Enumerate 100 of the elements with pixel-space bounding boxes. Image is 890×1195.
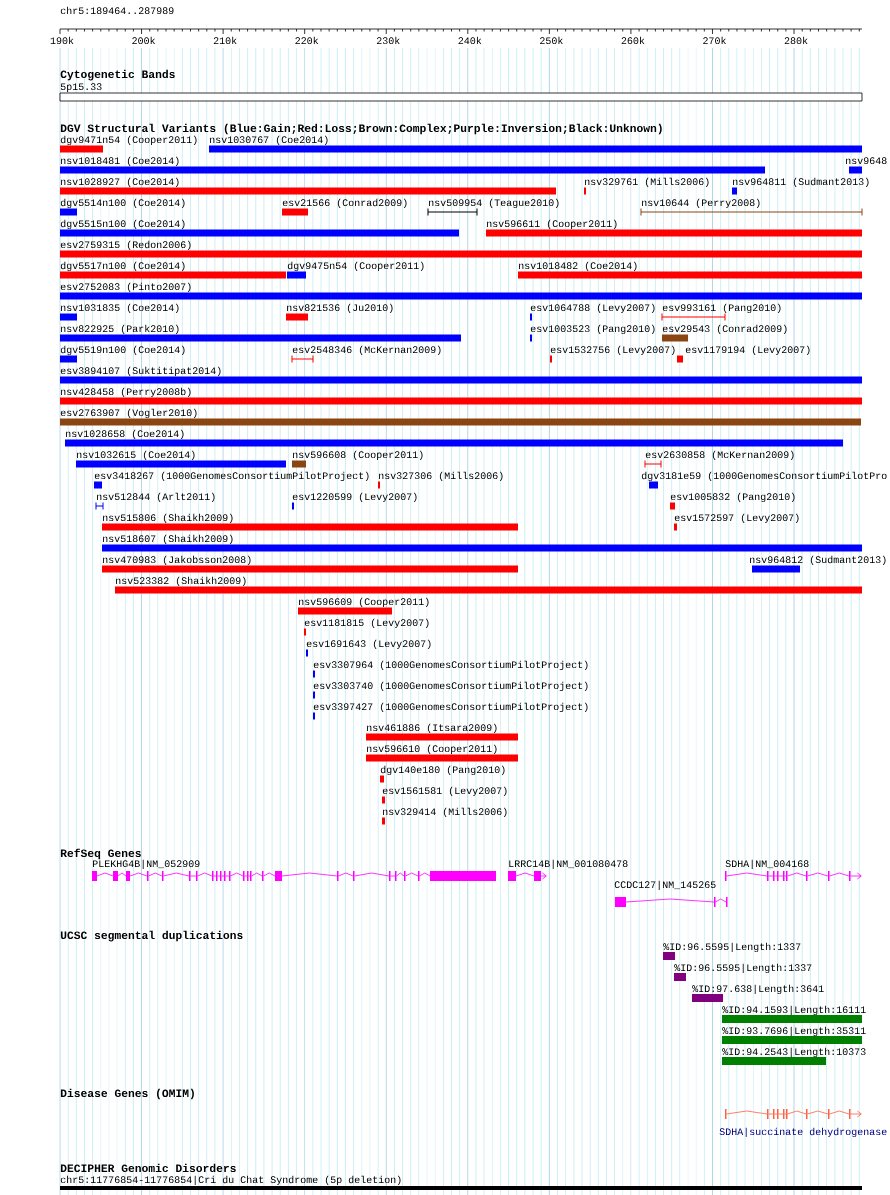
node-label: %ID:96.5595|Length:1337 — [674, 963, 812, 974]
node-label: esv1003523 (Pang2010) — [530, 324, 655, 335]
variant-bar: dgv5519n100 (Coe2014) — [60, 345, 185, 363]
node-label: nsv964812 (Sudmant2013) — [750, 555, 886, 566]
variant-bar: nsv523382 (Shaikh2009) — [115, 576, 862, 594]
node-label: esv3307964 (1000GenomesConsortiumPilotProject) — [313, 660, 588, 671]
variant-bar: esv1181815 (Levy2007) — [304, 618, 429, 636]
gene-model: LRRC14B|NM_001080478 — [508, 859, 628, 881]
variant-bar: esv3418267 (1000GenomesConsortiumPilotProject) — [94, 471, 369, 489]
node-label: esv1181815 (Levy2007) — [304, 618, 429, 629]
node-label: esv1561581 (Levy2007) — [382, 786, 507, 797]
tick-label: 210k — [213, 36, 237, 45]
variant-bar: nsv1030767 (Coe2014) — [209, 135, 862, 153]
variant-bar: nsv964811 (Sudmant2013) — [732, 177, 869, 195]
variant-bar: dgv9471n54 (Cooper2011) — [60, 135, 197, 153]
node-label: nsv596610 (Cooper2011) — [367, 744, 497, 755]
node-label: nsv1031835 (Coe2014) — [61, 303, 179, 314]
variant-bar: dgv5517n100 (Coe2014) — [60, 261, 286, 279]
gene-model: CCDC127|NM_145265 — [614, 880, 728, 907]
variant-bar: esv1532756 (Levy2007) — [550, 345, 675, 363]
variant-bar: nsv596608 (Cooper2011) — [292, 450, 423, 468]
variant-bar: esv3303740 (1000GenomesConsortiumPilotProject) — [313, 681, 588, 699]
track-heading: DECIPHER Genomic Disorders — [60, 1163, 236, 1173]
node-label: %ID:93.7696|Length:35311 — [722, 1026, 866, 1037]
node-label: nsv821536 (Ju2010) — [287, 303, 393, 314]
variant-bar: nsv470983 (Jakobsson2008) — [102, 555, 518, 573]
variant-bar: esv2759315 (Redon2006) — [60, 240, 862, 258]
variant-bar: nsv596610 (Cooper2011) — [366, 744, 518, 762]
duplication-bar: %ID:94.1593|Length:16111 — [722, 1005, 866, 1023]
gene-model: SDHA|NM_004168 — [725, 859, 862, 881]
node-label: nsv1018482 (Coe2014) — [519, 261, 637, 272]
variant-interval: esv2630858 (McKernan2009) — [644, 450, 794, 468]
node-label: esv1572597 (Levy2007) — [674, 513, 799, 524]
node-label: %ID:94.1593|Length:16111 — [722, 1005, 866, 1016]
duplication-bar: %ID:93.7696|Length:35311 — [722, 1026, 866, 1044]
variant-interval: nsv509954 (Teague2010) — [427, 198, 559, 216]
variant-bar: nsv1031835 (Coe2014) — [60, 303, 179, 321]
tick-label: 260k — [621, 36, 645, 45]
node-label: nsv1018481 (Coe2014) — [61, 156, 179, 167]
variant-bar: esv1003523 (Pang2010) — [530, 324, 655, 342]
tick-label: 190k — [50, 36, 74, 45]
track-heading: Disease Genes (OMIM) — [60, 1088, 194, 1100]
node-label: esv2759315 (Redon2006) — [60, 240, 191, 251]
node-label: dgv9471n54 (Cooper2011) — [60, 135, 197, 146]
variant-bar: esv1005832 (Pang2010) — [670, 492, 795, 510]
variant-bar: nsv428458 (Perry2008b) — [60, 387, 862, 405]
gene-model: SDHA|succinate dehydrogenase — [719, 1109, 887, 1138]
node-label: %ID:96.5595|Length:1337 — [663, 942, 801, 953]
node-label: esv1691643 (Levy2007) — [306, 639, 431, 650]
variant-interval: esv993161 (Pang2010) — [661, 303, 781, 321]
node-label: chr5:11776854-11776854|Cri du Chat Syndrome (5p deletion) — [60, 1175, 401, 1186]
node-label: nsv329761 (Mills2006) — [585, 177, 709, 188]
node-label: dgv3181e59 (1000GenomesConsortiumPilotPro — [641, 471, 887, 482]
track-heading: DGV Structural Variants (Blue:Gain;Red:Loss;Brown:Complex;Purple:Inversion;Black:Unknown) — [60, 123, 662, 135]
node-label: nsv596608 (Cooper2011) — [293, 450, 423, 461]
node-label: nsv428458 (Perry2008b) — [61, 387, 191, 398]
track-heading: RefSeq Genes — [60, 848, 141, 860]
node-label: %ID:94.2543|Length:10373 — [722, 1047, 866, 1058]
node-label: nsv518607 (Shaikh2009) — [103, 534, 233, 545]
variant-bar: dgv5515n100 (Coe2014) — [60, 219, 459, 237]
node-label: nsv515806 (Shaikh2009) — [103, 513, 233, 524]
variant-bar: esv21566 (Conrad2009) — [282, 198, 407, 216]
variant-bar: esv3894107 (Suktitipat2014) — [60, 366, 862, 384]
node-label: esv3303740 (1000GenomesConsortiumPilotProject) — [313, 681, 588, 692]
variant-bar: nsv515806 (Shaikh2009) — [102, 513, 518, 531]
node-label: esv2752083 (Pinto2007) — [60, 282, 191, 293]
node-label: nsv9648 — [846, 157, 887, 165]
node-label: esv1179194 (Levy2007) — [685, 345, 810, 356]
variant-bar: nsv964812 (Sudmant2013) — [750, 555, 886, 573]
variant-interval: nsv10644 (Perry2008) — [640, 198, 863, 216]
node-label: esv29543 (Conrad2009) — [662, 324, 787, 335]
node-label: nsv523382 (Shaikh2009) — [116, 576, 246, 587]
variant-bar: esv1179194 (Levy2007) — [677, 345, 810, 363]
node-label: 5p15.33 — [60, 83, 102, 93]
tick-label: 250k — [540, 36, 563, 45]
tick-label: 200k — [132, 36, 156, 45]
node-label: nsv822925 (Park2010) — [61, 324, 179, 335]
variant-bar: esv1572597 (Levy2007) — [674, 513, 799, 531]
duplication-bar: %ID:96.5595|Length:1337 — [663, 942, 801, 960]
node-label: esv21566 (Conrad2009) — [282, 198, 407, 209]
variant-bar: esv1220599 (Levy2007) — [292, 492, 417, 510]
duplication-bar: %ID:96.5595|Length:1337 — [674, 963, 812, 981]
variant-bar: dgv3181e59 (1000GenomesConsortiumPilotPro — [641, 471, 887, 489]
variant-bar: esv3397427 (1000GenomesConsortiumPilotProject) — [313, 702, 588, 720]
node-label: nsv470983 (Jakobsson2008) — [103, 555, 251, 566]
variant-bar: nsv1018481 (Coe2014) — [60, 156, 765, 174]
variant-bar: nsv822925 (Park2010) — [60, 324, 461, 342]
node-label: dgv140e180 (Pang2010) — [380, 765, 505, 776]
variant-bar: nsv327306 (Mills2006) — [378, 471, 503, 489]
chromosome-band: 5p15.33 — [59, 83, 863, 102]
variant-bar: esv3307964 (1000GenomesConsortiumPilotProject) — [313, 660, 588, 678]
variant-bar: esv2752083 (Pinto2007) — [60, 282, 862, 300]
variant-bar: nsv1018482 (Coe2014) — [518, 261, 862, 279]
variant-bar: esv29543 (Conrad2009) — [662, 324, 787, 342]
node-label: nsv1032615 (Coe2014) — [77, 450, 195, 461]
node-label: dgv5515n100 (Coe2014) — [60, 219, 185, 230]
duplication-bar: %ID:94.2543|Length:10373 — [722, 1047, 866, 1065]
track-heading: UCSC segmental duplications — [60, 930, 243, 942]
variant-bar: esv2763907 (Vogler2010) — [60, 408, 861, 426]
variant-bar: nsv329761 (Mills2006) — [584, 177, 709, 195]
